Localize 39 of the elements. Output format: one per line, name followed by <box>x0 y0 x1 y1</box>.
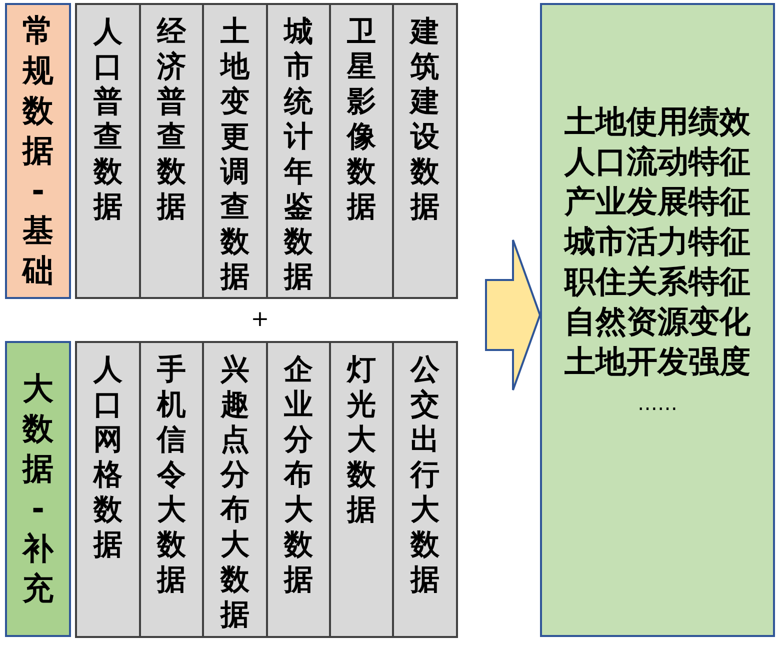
data-source-text: 人口普查数据 <box>92 14 124 224</box>
data-source-column <box>392 3 458 299</box>
feature-text: 人口流动特征 <box>564 143 750 182</box>
plus-sign: + <box>250 308 270 332</box>
data-source-text: 公交出行大数据 <box>408 352 440 597</box>
data-source-column <box>329 3 394 299</box>
ellipsis-text: …… <box>638 390 678 417</box>
data-source-text: 卫星影像数据 <box>345 14 377 224</box>
data-source-column <box>75 341 141 638</box>
feature-text: 职住关系特征 <box>564 263 750 302</box>
data-source-column <box>139 3 204 299</box>
category-box <box>5 341 71 637</box>
category-title: 常规数据-基础 <box>20 12 54 291</box>
data-source-text: 人口网格数据 <box>92 352 124 562</box>
data-source-column <box>202 341 268 638</box>
result-panel <box>540 3 775 637</box>
feature-text: 自然资源变化 <box>564 303 750 342</box>
feature-text: 产业发展特征 <box>564 183 750 222</box>
data-source-text: 建筑建设数据 <box>408 14 440 224</box>
data-source-text: 企业分布大数据 <box>282 352 314 597</box>
data-source-text: 城市统计年鉴数据 <box>282 14 314 294</box>
data-source-column <box>329 341 394 638</box>
data-source-column <box>139 341 204 638</box>
category-title: 大数据-补充 <box>20 370 55 609</box>
feature-text: 土地使用绩效 <box>564 103 750 142</box>
data-source-text: 灯光大数据 <box>345 352 377 527</box>
data-source-text: 兴趣点分布大数据 <box>218 352 250 632</box>
feature-text: 城市活力特征 <box>564 223 750 262</box>
data-source-column <box>75 3 141 299</box>
data-source-column <box>392 341 458 638</box>
feature-text: 土地开发强度 <box>564 343 750 382</box>
block-arrow <box>485 239 542 391</box>
data-source-text: 手机信令大数据 <box>155 352 187 597</box>
data-source-column <box>266 3 331 299</box>
data-source-column <box>202 3 268 299</box>
data-source-text: 土地变更调查数据 <box>218 14 251 294</box>
data-source-text: 经济普查数据 <box>155 14 188 224</box>
data-source-column <box>266 341 331 638</box>
category-box <box>5 3 71 299</box>
